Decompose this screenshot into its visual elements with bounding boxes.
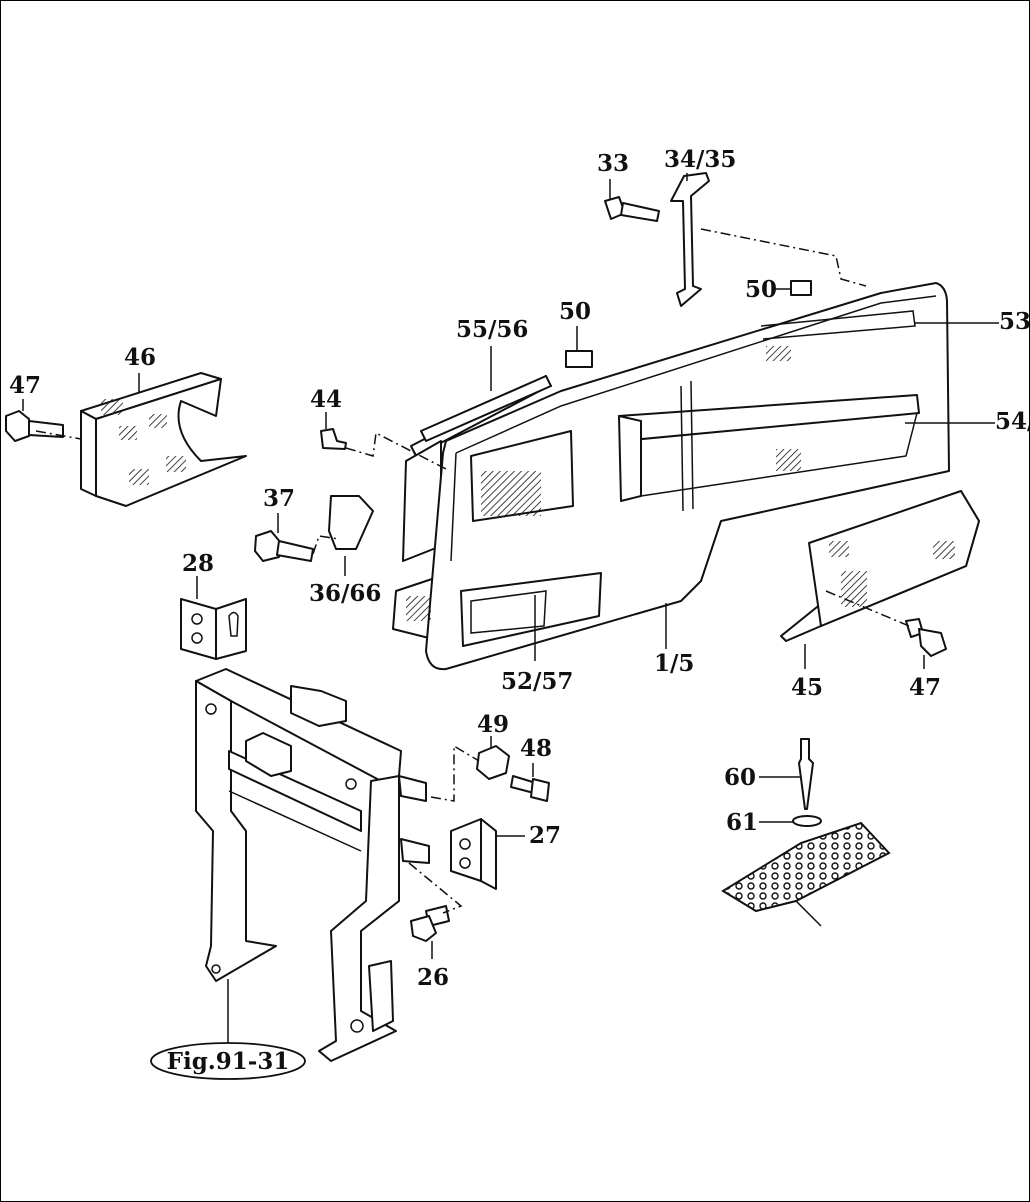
part-28 bbox=[180, 598, 247, 660]
part-45 bbox=[780, 490, 980, 642]
support-frame bbox=[195, 668, 430, 1062]
label-1-5: 1/5 bbox=[654, 650, 694, 677]
align-34-panel bbox=[700, 228, 867, 287]
label-60: 60 bbox=[724, 764, 756, 791]
part-50-left bbox=[565, 350, 593, 368]
align-frame-49 bbox=[430, 744, 480, 802]
label-26: 26 bbox=[417, 964, 449, 991]
figure-reference-label: Fig.91-31 bbox=[167, 1048, 290, 1075]
part-50-right bbox=[790, 280, 812, 296]
align-frame-26 bbox=[408, 862, 463, 914]
label-47-right: 47 bbox=[909, 674, 941, 701]
label-36-66: 36/66 bbox=[309, 580, 381, 607]
label-49: 49 bbox=[477, 711, 509, 738]
align-47-46 bbox=[35, 430, 82, 440]
align-45-47 bbox=[825, 590, 910, 627]
label-44: 44 bbox=[310, 386, 342, 413]
part-46 bbox=[80, 372, 247, 507]
label-50-left: 50 bbox=[559, 298, 591, 325]
part-33 bbox=[604, 196, 660, 222]
part-47-left bbox=[5, 410, 64, 442]
main-panel bbox=[392, 282, 950, 671]
label-47-left: 47 bbox=[9, 372, 41, 399]
part-49 bbox=[476, 745, 510, 780]
align-44-panel bbox=[345, 431, 447, 470]
part-37 bbox=[254, 530, 314, 562]
label-45: 45 bbox=[791, 674, 823, 701]
label-37: 37 bbox=[263, 485, 295, 512]
part-36-66 bbox=[328, 495, 374, 550]
label-27: 27 bbox=[529, 822, 561, 849]
part-26 bbox=[410, 905, 450, 942]
label-61: 61 bbox=[726, 809, 758, 836]
label-48: 48 bbox=[520, 735, 552, 762]
label-55-56: 55/56 bbox=[456, 316, 528, 343]
align-37-36 bbox=[312, 535, 340, 555]
part-48 bbox=[510, 775, 550, 802]
label-34-35: 34/35 bbox=[664, 146, 736, 173]
leader-lines bbox=[22, 173, 999, 1043]
label-28: 28 bbox=[182, 550, 214, 577]
label-54: 54/ bbox=[995, 408, 1029, 435]
part-55-56 bbox=[420, 375, 552, 442]
part-61 bbox=[792, 815, 822, 827]
part-44 bbox=[320, 428, 347, 450]
label-50-right: 50 bbox=[745, 276, 777, 303]
part-34-35 bbox=[670, 172, 710, 307]
label-33: 33 bbox=[597, 150, 629, 177]
label-46: 46 bbox=[124, 344, 156, 371]
figure-reference[interactable]: Fig.91-31 bbox=[150, 1042, 306, 1080]
mesh-panel bbox=[721, 821, 891, 913]
part-60 bbox=[798, 738, 814, 810]
part-47-right bbox=[905, 618, 947, 657]
label-52-57: 52/57 bbox=[501, 668, 573, 695]
part-27 bbox=[450, 818, 497, 890]
label-53: 53/ bbox=[999, 308, 1029, 335]
